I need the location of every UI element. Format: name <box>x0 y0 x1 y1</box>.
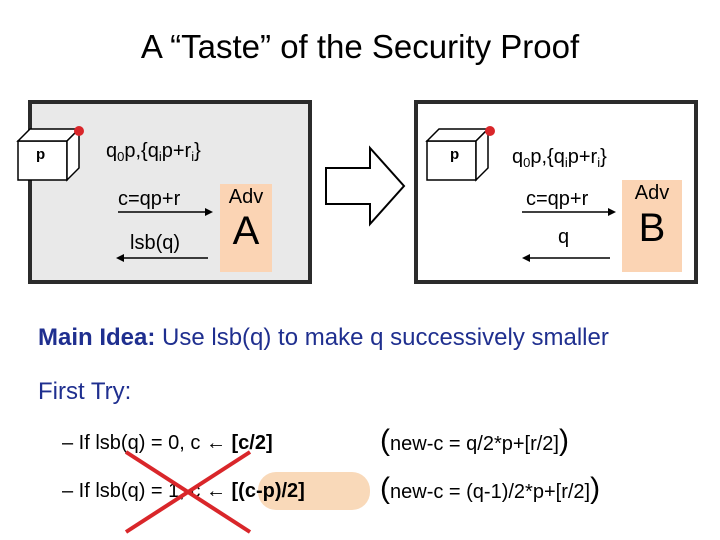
left-arrow2-label: lsb(q) <box>130 232 181 254</box>
bullet-2-arrow: ← <box>205 480 226 502</box>
main-idea: Main Idea: Use lsb(q) to make q successi… <box>38 324 609 352</box>
right-adv-letter: B <box>638 206 666 250</box>
bullet-1-note: (new-c = q/2*p+[r/2]) <box>380 424 569 457</box>
main-idea-text: Use lsb(q) to make q successively smalle… <box>155 324 609 351</box>
right-cube <box>425 127 490 182</box>
left-arrow1-label: c=qp+r <box>118 188 181 210</box>
bullet-1-condition: – If lsb(q) = 0, c <box>62 432 206 454</box>
bullet-2: – If lsb(q) = 1, c ← [(c-p)/2] <box>62 480 305 503</box>
right-arrow-left <box>522 254 610 262</box>
bullet-1-value: [c/2] <box>231 432 273 454</box>
right-box-label: p <box>450 146 460 163</box>
left-arrow-left <box>116 254 208 262</box>
right-adv-word: Adv <box>634 182 670 204</box>
left-box-label: p <box>36 146 46 163</box>
bullet-1: – If lsb(q) = 0, c ← [c/2] <box>62 432 273 455</box>
left-arrow-right <box>118 208 213 216</box>
bullet-2-condition: – If lsb(q) = 1, c <box>62 480 206 502</box>
right-arrow-right <box>522 208 616 216</box>
left-adversary-box: Adv A <box>220 184 272 272</box>
left-top-formula: q0p,{qip+ri} <box>106 140 201 164</box>
right-adversary-box: Adv B <box>622 180 682 272</box>
left-cube <box>16 127 81 182</box>
first-try-heading: First Try: <box>38 378 132 405</box>
big-transform-arrow <box>325 145 406 227</box>
left-adv-word: Adv <box>228 186 264 208</box>
right-arrow1-label: c=qp+r <box>526 188 589 210</box>
bullet-2-note: (new-c = (q-1)/2*p+[r/2]) <box>380 472 601 505</box>
bullet-2-highlight <box>258 472 370 510</box>
bullet-1-arrow: ← <box>205 432 226 454</box>
left-adv-letter: A <box>232 209 260 253</box>
slide-title: A “Taste” of the Security Proof <box>140 28 580 65</box>
right-top-formula: q0p,{qip+ri} <box>512 146 607 170</box>
right-cube-red-dot <box>485 126 495 136</box>
left-cube-red-dot <box>74 126 84 136</box>
main-idea-label: Main Idea: <box>38 324 156 351</box>
right-panel <box>414 100 698 284</box>
bullet-2-value: [(c-p)/2] <box>231 480 305 502</box>
right-arrow2-label: q <box>558 226 570 248</box>
